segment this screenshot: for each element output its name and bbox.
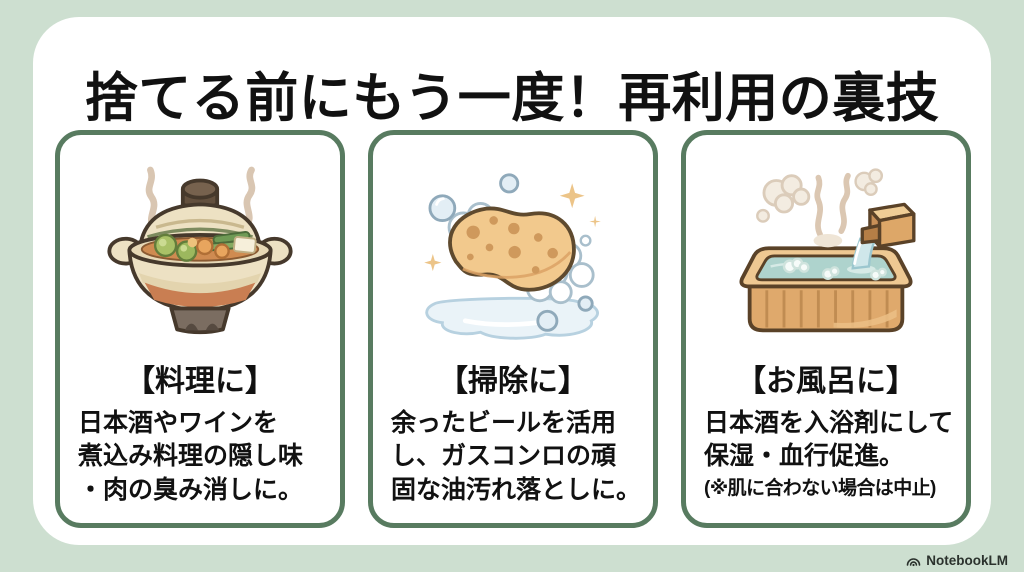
notebooklm-logo-icon — [906, 558, 921, 567]
card-bath: 【お風呂に】 日本酒を入浴剤にして 保湿・血行促進。 (※肌に合わない場合は中止… — [681, 130, 971, 528]
card-cleaning-heading: 【掃除に】 — [438, 365, 588, 398]
clay-pot-icon — [107, 166, 293, 335]
brand-label: NotebookLM — [926, 553, 1008, 568]
sponge-illustration — [373, 135, 653, 365]
card-cleaning-line-1: 余ったビールを活用 — [391, 408, 617, 437]
card-cooking-heading: 【料理に】 — [125, 365, 275, 398]
cards-row: 【料理に】 日本酒やワインを 煮込み料理の隠し味 ・肉の臭み消しに。 — [55, 130, 971, 528]
card-cleaning-body: 余ったビールを活用 し、ガスコンロの頑 固な油汚れ落としに。 — [373, 407, 653, 508]
clay-pot-illustration — [60, 135, 340, 365]
card-cleaning: 【掃除に】 余ったビールを活用 し、ガスコンロの頑 固な油汚れ落としに。 — [368, 130, 658, 528]
card-bath-note: (※肌に合わない場合は中止) — [704, 477, 936, 499]
card-cooking-body: 日本酒やワインを 煮込み料理の隠し味 ・肉の臭み消しに。 — [60, 407, 340, 508]
sponge-icon — [424, 173, 601, 340]
bathtub-illustration — [686, 135, 966, 365]
card-bath-heading: 【お風呂に】 — [736, 365, 916, 398]
card-cleaning-line-2: し、ガスコンロの頑 — [391, 442, 617, 470]
card-cleaning-line-3: 固な油汚れ落としに。 — [391, 475, 642, 504]
card-cooking: 【料理に】 日本酒やワインを 煮込み料理の隠し味 ・肉の臭み消しに。 — [55, 130, 345, 528]
card-cooking-line-2: 煮込み料理の隠し味 — [78, 442, 304, 470]
card-cooking-line-1: 日本酒やワインを — [78, 408, 279, 437]
card-bath-body: 日本酒を入浴剤にして 保湿・血行促進。 (※肌に合わない場合は中止) — [686, 407, 966, 501]
card-bath-line-2: 保湿・血行促進。 — [704, 442, 905, 470]
card-cooking-line-3: ・肉の臭み消しに。 — [78, 475, 304, 504]
bathtub-icon — [739, 168, 916, 333]
page-title: 捨てる前にもう一度！再利用の裏技 — [84, 68, 940, 128]
card-bath-line-1: 日本酒を入浴剤にして — [704, 408, 954, 437]
footer-watermark: NotebookLM — [906, 553, 1008, 568]
